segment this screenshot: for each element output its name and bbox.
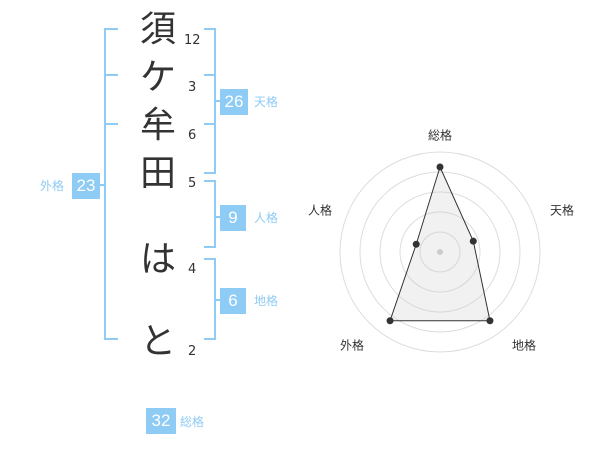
name-char-3: 牟 [139,105,176,146]
radar-point-4 [412,240,420,248]
name-char-6: と [139,321,176,362]
radar-grid-ring [339,151,541,353]
jinkaku-score: 9 [220,205,246,231]
chikaku-score: 6 [220,288,246,314]
tenkaku-label: 天格 [254,95,279,109]
chikaku-label: 地格 [254,294,279,308]
stroke-count-4: 5 [188,176,197,191]
name-char-2: ケ [139,57,176,98]
gaikaku-bracket-tick [104,123,118,125]
stroke-count-5: 4 [188,262,197,277]
radar-axis-label-3: 外格 [340,338,364,353]
radar-axis-label-1: 天格 [550,203,574,218]
gaikaku-score: 23 [72,173,100,199]
name-char-4: 田 [139,153,176,194]
radar-axis-label-2: 地格 [512,338,536,353]
radar-grid-ring [359,171,521,333]
name-char-1: 須 [139,9,176,50]
soukaku-score: 32 [146,408,176,434]
gaikaku-bracket-connector [98,184,106,186]
gaikaku-label: 外格 [40,179,65,193]
radar-grid-ring [379,191,501,313]
tenkaku-bracket-tick [204,123,216,125]
radar-data-polygon [389,165,491,322]
chikaku-bracket-connector [214,299,220,301]
radar-axis-label-0: 総格 [428,128,452,143]
radar-grid-ring [399,211,481,293]
gaikaku-bracket-tick [104,74,118,76]
tenkaku-score: 26 [220,89,248,115]
stroke-count-2: 3 [188,80,197,95]
tenkaku-bracket-connector [214,100,220,102]
jinkaku-bracket [204,180,216,248]
radar-point-0 [436,163,444,171]
radar-grid-ring [419,231,461,273]
radar-axis-label-4: 人格 [308,203,332,218]
tenkaku-bracket-tick [204,74,216,76]
jinkaku-label: 人格 [254,211,279,225]
stroke-count-6: 2 [188,344,197,359]
radar-point-2 [486,317,494,325]
stroke-count-3: 6 [188,128,197,143]
soukaku-label: 総格 [180,415,205,429]
radar-point-3 [386,317,394,325]
radar-point-1 [469,237,477,245]
stroke-count-1: 12 [184,33,201,48]
name-char-5: は [139,239,176,280]
radar-center-dot [437,249,443,255]
jinkaku-bracket-connector [214,216,220,218]
